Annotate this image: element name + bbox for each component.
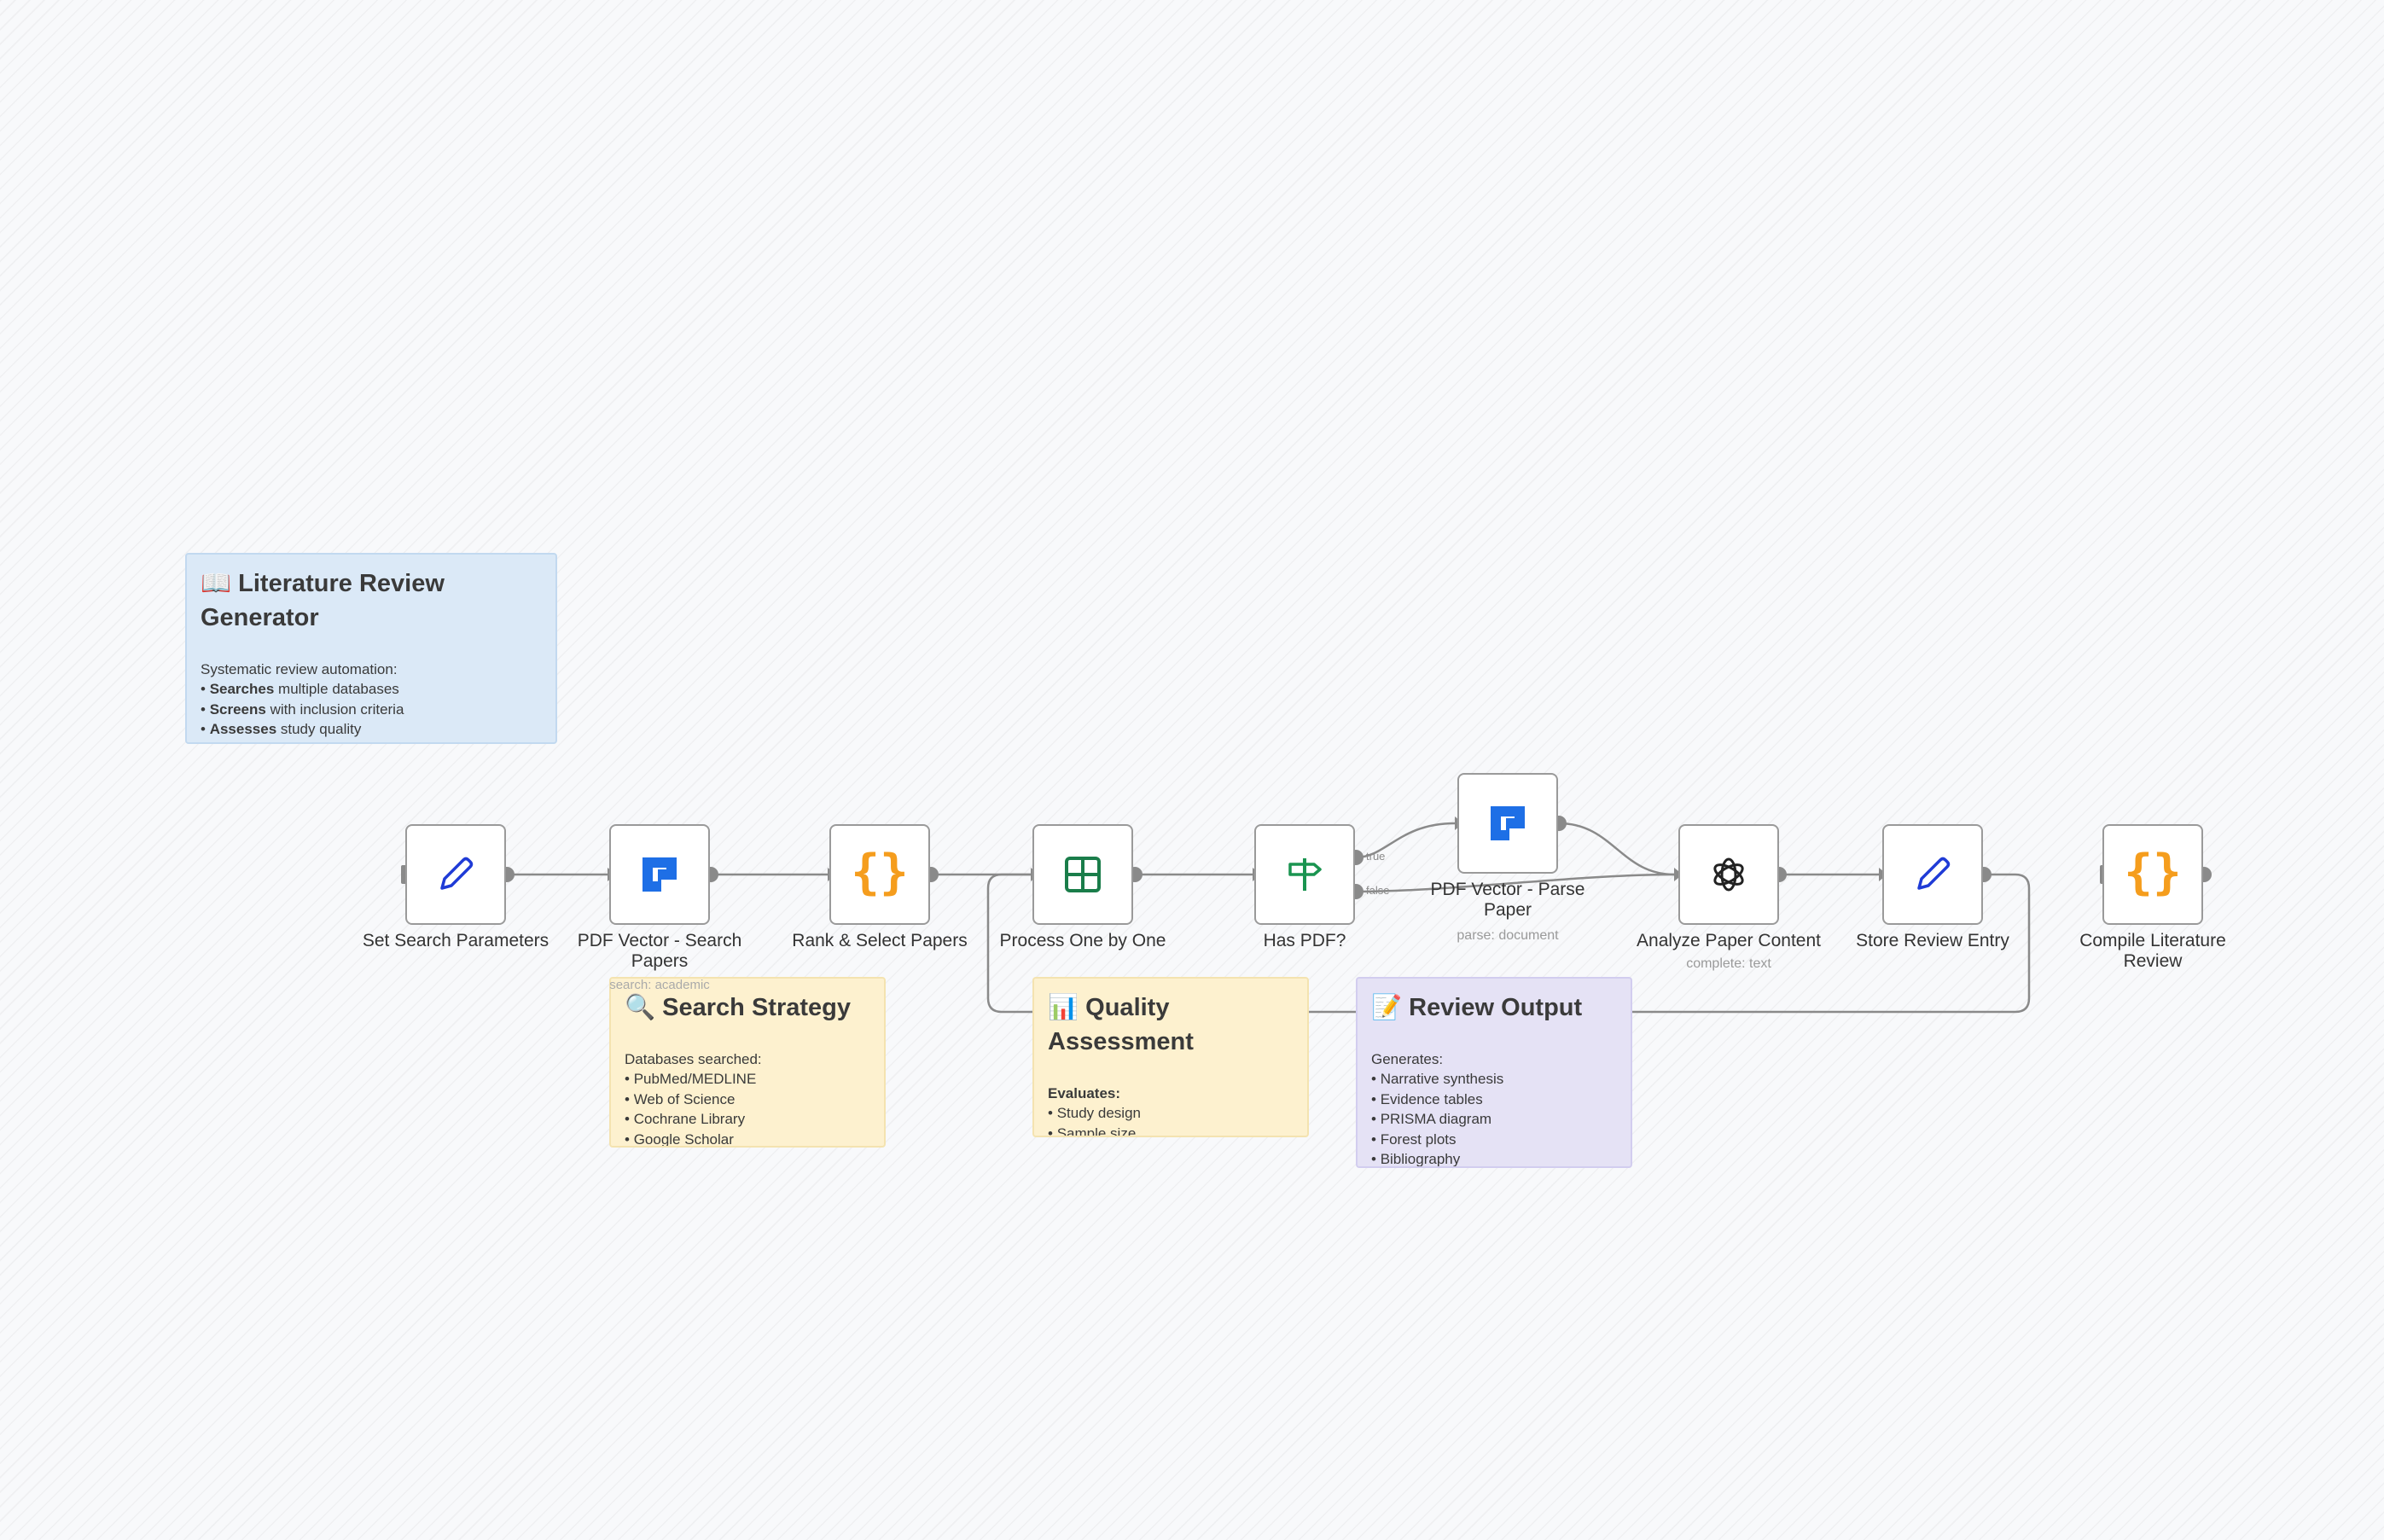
node-rank-select-papers[interactable]: {} [829,824,930,925]
node-subtitle: search: academic [609,978,710,992]
node-compile-literature-review[interactable]: {} [2102,824,2203,925]
code-braces-icon: {} [2124,845,2182,900]
sticky-title: 🔍 Search Strategy [625,994,851,1021]
sticky-list: Study design Sample size [1048,1103,1294,1136]
pdf-vector-icon [643,857,677,892]
list-item: Evidence tables [1371,1090,1617,1110]
sticky-title: 📖 Literature Review Generator [201,570,445,631]
node-process-one-by-one[interactable] [1032,824,1133,925]
sticky-note-overview[interactable]: 📖 Literature Review Generator Systematic… [185,553,557,744]
node-has-pdf[interactable] [1254,824,1355,925]
node-label: Rank & Select Papers [792,931,968,950]
node-label: PDF Vector - Parse Paper [1430,880,1585,920]
list-item: Searches multiple databases [201,679,542,700]
list-item: Google Scholar [625,1130,870,1147]
list-item: Assesses study quality [201,719,542,740]
sticky-list: Searches multiple databases Screens with… [201,679,542,740]
node-label: Analyze Paper Content [1637,931,1821,950]
connection-false-to-analyze [1355,873,1675,893]
pdf-vector-icon [1491,806,1525,840]
list-item: Web of Science [625,1090,870,1110]
list-item: Screens with inclusion criteria [201,700,542,720]
node-label: Set Search Parameters [362,931,549,950]
false-branch-label: false [1366,884,1390,897]
list-item: Cochrane Library [625,1109,870,1130]
sticky-note-search-strategy[interactable]: 🔍 Search Strategy Databases searched: Pu… [609,977,886,1148]
node-label: PDF Vector - Search Papers [577,931,742,971]
list-item: Study design [1048,1103,1294,1124]
node-set-search-parameters[interactable] [405,824,506,925]
node-label: Store Review Entry [1856,931,2009,950]
node-pdf-vector-parse-paper[interactable] [1457,773,1558,874]
sticky-title: 📝 Review Output [1371,994,1583,1021]
node-subtitle: complete: text [1686,956,1771,971]
node-pdf-vector-search-papers[interactable] [609,824,710,925]
list-item: Narrative synthesis [1371,1069,1617,1090]
sticky-note-review-output[interactable]: 📝 Review Output Generates: Narrative syn… [1356,977,1632,1168]
code-braces-icon: {} [851,845,909,900]
node-label: Process One by One [999,931,1166,950]
list-item: PRISMA diagram [1371,1109,1617,1130]
sticky-title: 📊 Quality Assessment [1048,994,1194,1055]
list-item: Bibliography [1371,1149,1617,1166]
true-branch-label: true [1366,850,1386,863]
node-label: Has PDF? [1263,931,1346,950]
sticky-intro: Evaluates: [1048,1085,1121,1101]
pencil-icon [1917,857,1951,890]
connection-parse-to-analyze [1558,822,1675,876]
sticky-note-quality-assessment[interactable]: 📊 Quality Assessment Evaluates: Study de… [1032,977,1309,1137]
node-label: Compile Literature Review [2079,931,2226,971]
sticky-list: PubMed/MEDLINE Web of Science Cochrane L… [625,1069,870,1147]
connection-true-to-parse [1355,822,1456,859]
pencil-icon [440,857,474,890]
node-subtitle: parse: document [1457,928,1559,943]
sticky-intro: Systematic review automation: [201,661,398,677]
signpost-icon [1288,858,1322,891]
list-item: PubMed/MEDLINE [625,1069,870,1090]
split-batches-icon [1065,857,1101,892]
sticky-intro: Generates: [1371,1051,1444,1067]
sticky-intro: Databases searched: [625,1051,762,1067]
node-analyze-paper-content[interactable] [1678,824,1779,925]
list-item: Sample size [1048,1124,1294,1136]
node-store-review-entry[interactable] [1882,824,1983,925]
openai-icon [1713,857,1744,892]
list-item: Forest plots [1371,1130,1617,1150]
sticky-list: Narrative synthesis Evidence tables PRIS… [1371,1069,1617,1166]
